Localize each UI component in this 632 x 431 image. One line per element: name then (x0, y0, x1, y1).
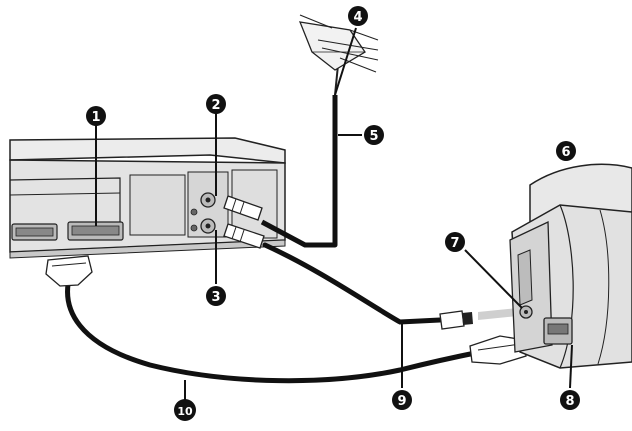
scart-plug-tv (469, 335, 527, 365)
callout-3-number: 3 (211, 290, 220, 305)
callout-5: 5 (364, 125, 384, 145)
scart-socket-av (67, 221, 124, 241)
small-jack (190, 224, 198, 232)
tv-scart-socket (543, 317, 573, 345)
rf-plug-tv (439, 310, 473, 330)
callout-10-number: 10 (177, 405, 193, 418)
rf-socket-out (200, 218, 216, 234)
callout-6-number: 6 (561, 145, 570, 160)
callout-1-number: 1 (91, 110, 100, 125)
callout-6: 6 (556, 141, 576, 161)
small-jack (190, 208, 198, 216)
leader-lines (95, 27, 573, 400)
antenna (298, 14, 379, 96)
callout-10: 10 (174, 399, 196, 421)
callout-8-number: 8 (565, 394, 574, 409)
callout-1: 1 (86, 106, 106, 126)
scart-cable (65, 272, 483, 384)
tv-rf-socket (519, 305, 533, 319)
callout-2: 2 (206, 94, 226, 114)
antenna-cable (260, 95, 338, 248)
rf-socket-in (200, 192, 216, 208)
rf-plug-antenna (223, 195, 263, 221)
scart-socket-left (11, 223, 58, 241)
tv-set (509, 163, 632, 369)
rf-plug-vcr-out (223, 223, 265, 249)
callout-3: 3 (206, 286, 226, 306)
callout-9-number: 9 (397, 394, 406, 409)
insert-arrow-rf (478, 308, 518, 320)
callout-9: 9 (392, 390, 412, 410)
callout-2-number: 2 (211, 98, 220, 113)
callout-5-number: 5 (369, 129, 378, 144)
scart-plug-vcr (45, 255, 93, 287)
callout-8: 8 (560, 390, 580, 410)
callout-4: 4 (348, 6, 368, 26)
callout-7: 7 (445, 232, 465, 252)
rf-cable-tv (262, 242, 443, 325)
callout-4-number: 4 (353, 10, 362, 25)
callout-7-number: 7 (450, 236, 459, 251)
